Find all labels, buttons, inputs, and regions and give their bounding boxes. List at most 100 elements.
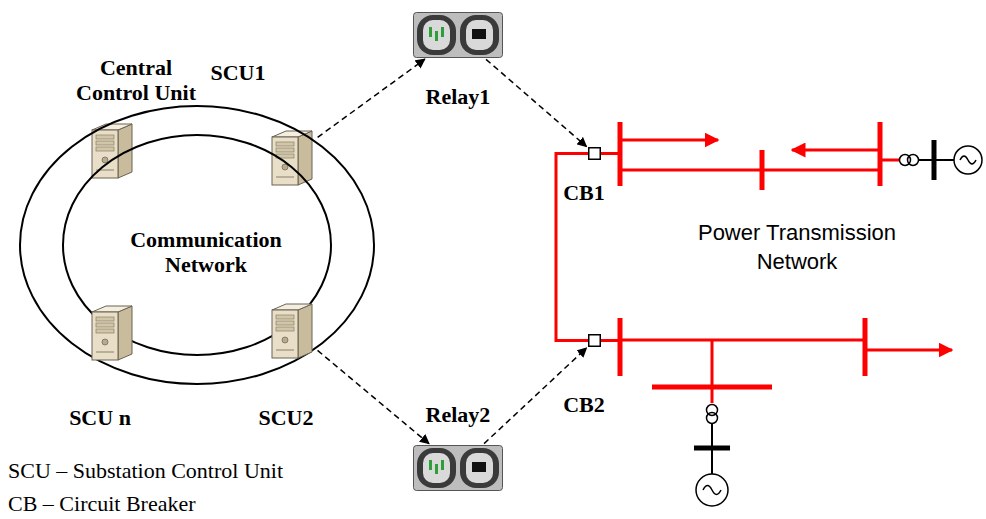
server-part (96, 141, 114, 145)
server-part (96, 147, 114, 151)
server-part (276, 142, 294, 146)
abbreviation-note: CB – Circuit Breaker (8, 490, 196, 519)
node-label: Relay1 (426, 84, 491, 109)
server-part (96, 135, 114, 139)
generator-symbol (954, 146, 982, 174)
server-part (92, 306, 132, 312)
server-part (96, 317, 114, 321)
circuit-breaker (588, 147, 601, 160)
relay-part (460, 448, 499, 488)
dashed-arrow (486, 59, 586, 146)
relay-part (429, 460, 432, 470)
generator-symbol (703, 486, 721, 495)
relay-part (414, 446, 503, 491)
bus-bars (618, 122, 623, 186)
server-part (96, 323, 114, 327)
circuit-breaker: CB1 (588, 147, 601, 160)
server-icon (88, 118, 136, 180)
relay-part (441, 27, 444, 37)
generator-bus (932, 140, 937, 180)
generator-symbol (696, 474, 728, 506)
power-lines (556, 140, 952, 403)
power-lines (601, 339, 620, 342)
relay-part (417, 15, 456, 55)
relay-part (466, 453, 493, 483)
node-label: Central Control Unit (66, 55, 206, 106)
power-lines (601, 152, 620, 155)
node-label: Communication Network (119, 227, 294, 278)
bus-bars (618, 318, 623, 376)
power-lines (620, 169, 880, 172)
server-icon (268, 298, 316, 360)
power-lines (792, 149, 880, 152)
relay-part (441, 460, 444, 470)
server-part (276, 315, 294, 319)
relay-part (417, 448, 456, 488)
relay-part (472, 462, 486, 472)
node-label: CB2 (563, 392, 605, 417)
server-part (96, 329, 114, 333)
server-icon: SCU2 (268, 298, 316, 360)
relay-part (435, 31, 438, 41)
server-part (276, 350, 294, 351)
server-part (272, 310, 298, 358)
abbreviation-note: SCU – Substation Control Unit (8, 457, 283, 486)
server-part (102, 339, 108, 345)
network-ring: Communication Network (19, 105, 375, 385)
relay-icon (413, 12, 503, 58)
relay-part (466, 20, 493, 50)
server-part (272, 304, 312, 310)
server-part (282, 164, 288, 170)
server-part (282, 337, 288, 343)
generator-symbol (960, 156, 976, 164)
power-lines (620, 139, 718, 142)
node-label: CB1 (563, 180, 605, 205)
server-part (102, 157, 108, 163)
node-label: SCU2 (259, 405, 314, 430)
bus-bars (878, 122, 883, 186)
relay-part (460, 15, 499, 55)
server-part (118, 124, 132, 178)
server-icon (88, 300, 136, 362)
circuit-breaker: CB2 (588, 334, 601, 347)
server-part (276, 148, 294, 152)
bus-bars (620, 122, 880, 387)
node-label: SCU1 (211, 60, 266, 85)
server-icon: SCU n (88, 300, 136, 362)
relay-icon (413, 445, 503, 491)
cb-part (589, 148, 601, 160)
power-lines (620, 339, 865, 342)
relay-part (414, 13, 503, 58)
cb-part (589, 335, 601, 347)
dashed-arrow (318, 59, 425, 137)
server-part (92, 312, 118, 360)
server-part (298, 304, 312, 358)
relay-icon: Relay2 (413, 445, 503, 491)
server-part (92, 130, 118, 178)
bus-bars (652, 385, 772, 390)
bus-bars (863, 318, 868, 376)
server-part (276, 327, 294, 331)
power-lines (711, 340, 714, 387)
relay-part (423, 453, 450, 483)
server-part (276, 321, 294, 325)
transformer-symbol (707, 413, 718, 424)
generator-bus (694, 140, 954, 474)
bus-bars (760, 150, 765, 190)
generator-symbol (696, 146, 982, 506)
ring-part (20, 106, 374, 384)
server-part (276, 177, 294, 178)
generator-bus (694, 446, 730, 451)
server-part (96, 352, 114, 353)
transformer-symbol (908, 155, 919, 166)
circuit-breaker (588, 334, 601, 347)
relay-part (429, 27, 432, 37)
power-lines (865, 349, 952, 352)
node-label: SCU n (69, 405, 131, 430)
dashed-arrow (318, 350, 429, 443)
transformer-symbol (707, 155, 919, 424)
server-part (118, 306, 132, 360)
relay-part (435, 464, 438, 474)
relay-part (472, 29, 486, 39)
